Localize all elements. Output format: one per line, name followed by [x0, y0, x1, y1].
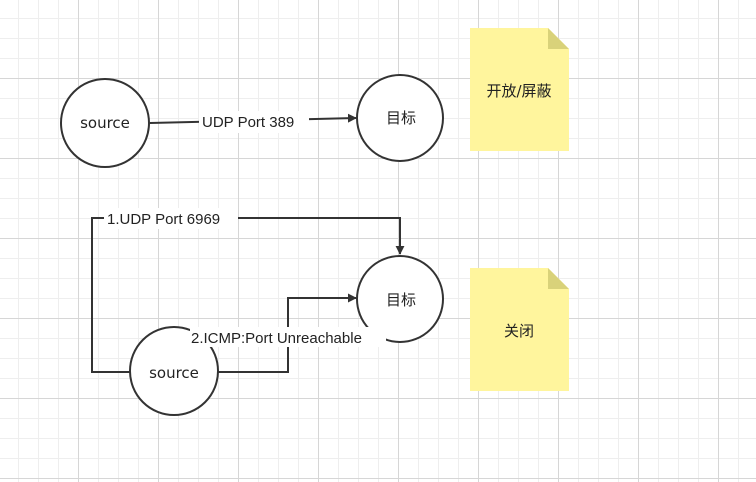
edge-udp-6969: 1.UDP Port 6969	[91, 208, 405, 373]
node-source-top-circle	[60, 78, 150, 168]
node-target-top: 目标	[356, 74, 444, 162]
note-closed-label: 关闭	[504, 322, 534, 340]
note-closed: 关闭	[470, 268, 569, 391]
node-source-bottom-label: source	[149, 364, 199, 382]
edge-udp-389-label-bg	[199, 111, 309, 133]
edge-udp-6969-line	[91, 217, 405, 373]
note-closed-body	[470, 268, 569, 391]
edge-udp-6969-label: 1.UDP Port 6969	[107, 211, 220, 228]
edge-icmp-label-bg	[190, 327, 386, 347]
node-target-bottom-circle	[356, 255, 444, 343]
node-source-top: source	[60, 78, 150, 168]
note-open-filtered: 开放/屏蔽	[470, 28, 569, 151]
note-closed-fold	[548, 268, 569, 289]
node-source-bottom-circle	[129, 326, 219, 416]
node-source-top-label: source	[80, 114, 130, 132]
node-target-bottom-label: 目标	[386, 291, 416, 309]
note-open-filtered-fold	[548, 28, 569, 49]
edge-udp-6969-label-bg	[104, 208, 238, 229]
edge-udp-389: UDP Port 389	[149, 111, 357, 133]
edge-icmp-label: 2.ICMP:Port Unreachable	[191, 330, 362, 347]
node-target-top-circle	[356, 74, 444, 162]
edge-udp-389-label: UDP Port 389	[202, 114, 294, 131]
note-open-filtered-body	[470, 28, 569, 151]
edge-icmp-label-group: 2.ICMP:Port Unreachable	[190, 327, 386, 347]
node-target-top-label: 目标	[386, 109, 416, 127]
node-source-bottom: source	[129, 326, 219, 416]
node-target-bottom: 目标	[356, 255, 444, 343]
note-open-filtered-label: 开放/屏蔽	[486, 82, 551, 100]
